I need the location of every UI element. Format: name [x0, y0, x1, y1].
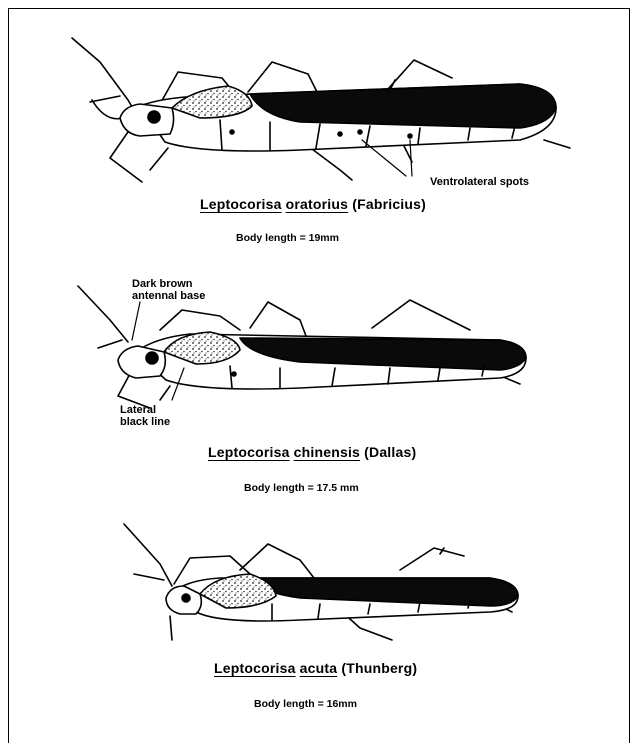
epithet-1: oratorius: [286, 196, 348, 212]
body-length-2: Body length = 17.5 mm: [244, 482, 359, 494]
annotation-lateral-line1: Lateral: [120, 404, 170, 416]
annotation-lateral-line2: black line: [120, 416, 170, 428]
species-name-3: Leptocorisa acuta (Thunberg): [214, 660, 417, 676]
epithet-2: chinensis: [294, 444, 360, 460]
insect-acuta: [124, 524, 518, 640]
annotation-lateral-line: Lateral black line: [120, 404, 170, 428]
annotation-antennal-base-line2: antennal base: [132, 290, 205, 302]
body-length-1: Body length = 19mm: [236, 232, 339, 244]
annotation-antennal-base: Dark brown antennal base: [132, 278, 205, 302]
annotation-antennal-base-line1: Dark brown: [132, 278, 205, 290]
genus-3: Leptocorisa: [214, 660, 296, 676]
insect-oratorius: [72, 38, 570, 182]
insect-chinensis: [78, 286, 526, 408]
genus-1: Leptocorisa: [200, 196, 282, 212]
epithet-3: acuta: [300, 660, 338, 676]
authority-3: (Thunberg): [341, 660, 417, 676]
authority-2: (Dallas): [364, 444, 416, 460]
annotation-ventrolateral-spots: Ventrolateral spots: [430, 176, 529, 188]
genus-2: Leptocorisa: [208, 444, 290, 460]
species-name-1: Leptocorisa oratorius (Fabricius): [200, 196, 426, 212]
body-length-3: Body length = 16mm: [254, 698, 357, 710]
species-name-2: Leptocorisa chinensis (Dallas): [208, 444, 416, 460]
authority-1: (Fabricius): [352, 196, 426, 212]
